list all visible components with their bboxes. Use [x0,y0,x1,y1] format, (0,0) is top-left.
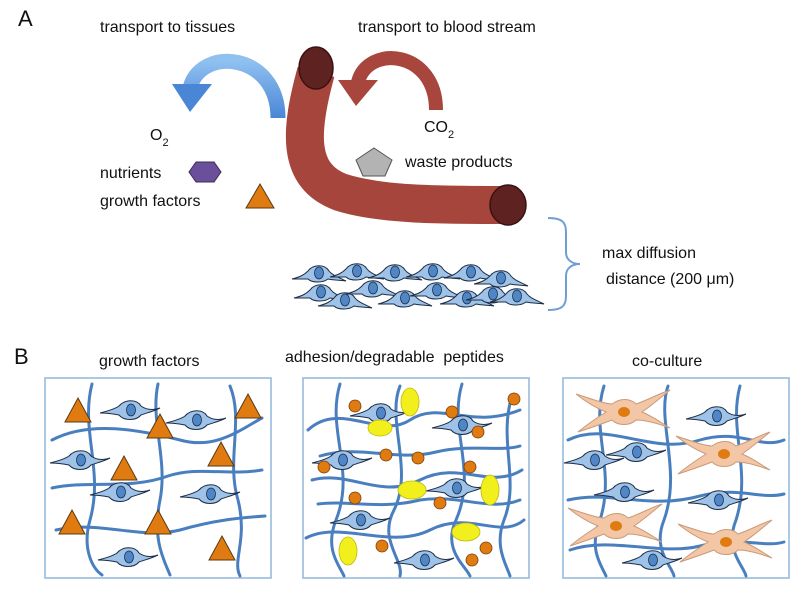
blue-curved-arrow-icon [172,53,286,119]
growth-factor-triangle-icon [245,183,275,209]
orange-peptide [479,541,493,555]
box-title-co-culture: co-culture [632,353,702,370]
adhesion-peptides-box [302,377,530,579]
orange-peptide [348,491,362,505]
yellow-peptide [338,536,358,566]
orange-peptide [317,460,331,474]
yellow-peptide [480,474,500,506]
vessel-end-top [298,46,334,90]
yellow-peptide [367,419,393,437]
orange-peptide [433,496,447,510]
max-diffusion-label-line1: max diffusion [602,245,696,262]
box-title-adhesion-peptides: adhesion/degradable peptides [285,349,504,366]
nutrient-hexagon-icon [188,161,222,183]
o2-label: O2 [150,127,169,149]
orange-peptides [317,392,521,567]
box-title-growth-factors: growth factors [99,353,199,370]
transport-to-tissues-label: transport to tissues [100,19,235,36]
waste-pentagon-icon [355,147,393,177]
waste-products-label: waste products [404,154,513,171]
orange-peptide [348,399,362,413]
yellow-peptide [397,480,427,500]
panel-b-label: B [14,344,29,369]
tissue-cell-layer [291,263,545,310]
co-culture-box [562,377,790,579]
orange-peptide [375,539,389,553]
diffusion-bracket [547,217,581,311]
growth-factors-label: growth factors [100,193,200,210]
orange-peptide [507,392,521,406]
orange-peptide [465,553,479,567]
max-diffusion-label-line2: distance (200 μm) [606,271,734,288]
red-curved-arrow-icon [338,51,443,111]
nutrients-label: nutrients [100,165,161,182]
orange-peptide [471,425,485,439]
panel-a-label: A [18,6,33,31]
co2-label: CO2 [424,119,454,141]
orange-peptide [411,451,425,465]
transport-to-blood-stream-label: transport to blood stream [358,19,536,36]
blood-vessel [285,46,527,226]
orange-peptide [379,448,393,462]
orange-peptide [463,460,477,474]
vessel-end-right [489,184,527,226]
orange-peptide [445,405,459,419]
yellow-peptides [338,387,500,566]
yellow-peptide [451,522,481,542]
growth-factors-box [44,377,272,579]
yellow-peptide [400,387,420,417]
tissue-cell [345,280,401,298]
